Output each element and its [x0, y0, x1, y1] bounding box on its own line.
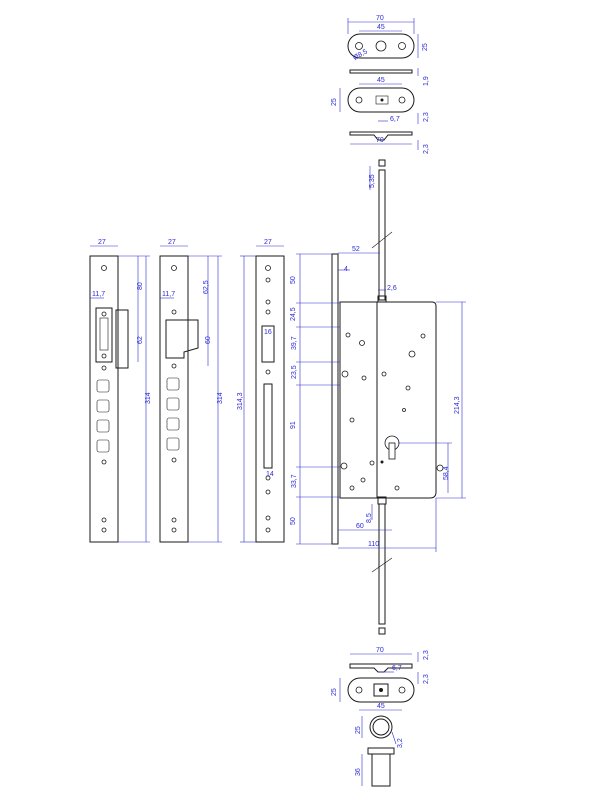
- dim-rod-angle: 52: [352, 246, 360, 253]
- dim-body-depth: 110: [368, 541, 379, 548]
- dim-cyl-center: 58,4: [443, 466, 450, 480]
- top-rosette: [347, 33, 415, 59]
- dim-rod-top: 5,35: [369, 174, 376, 188]
- lock-faceplate: [331, 253, 339, 545]
- dim-bottom-side-center: 6,7: [392, 665, 402, 672]
- dim-bottom-cyl-thick: 2,3: [423, 674, 430, 684]
- tube-body: [371, 753, 391, 787]
- strike-plate-2-body: [159, 255, 189, 543]
- bottom-rosette-profile: [349, 663, 413, 673]
- dim-fp-seg-4: 23,5: [291, 365, 298, 379]
- dim-fp-seg-1: 50: [290, 276, 297, 284]
- dim-fp-seg-6: 33,7: [291, 474, 298, 488]
- dim-strike1-offset: 11,7: [92, 291, 105, 298]
- rosette-hole: [398, 96, 406, 104]
- dim-strike2-length: 314: [217, 392, 224, 404]
- strike-plate-3-body: [255, 255, 285, 543]
- dim-tube-dia: 25: [355, 726, 362, 734]
- dim-top-side-width: 70: [376, 137, 384, 144]
- dim-strike2-offset: 11,7: [162, 291, 175, 298]
- dim-fp-seg-2: 24,5: [290, 307, 297, 321]
- strike-plate-2-cut: [165, 319, 199, 359]
- strike-plate-1-box: [95, 307, 113, 363]
- dim-strike2-top: 62,5: [203, 280, 210, 294]
- dim-strike2-cut: 60: [205, 336, 212, 344]
- dim-bottom-offset: 8,5: [366, 513, 373, 523]
- dim-tube-length: 36: [355, 768, 362, 776]
- strike-plate-1-latch: [115, 309, 129, 369]
- rosette-hole: [398, 686, 406, 694]
- dim-lock-height: 214,3: [454, 396, 461, 414]
- lower-rod: [378, 503, 386, 625]
- dim-top-flat-height: 1,9: [423, 76, 430, 86]
- upper-follower: [377, 295, 387, 303]
- rosette-hole: [355, 96, 363, 104]
- rosette-hole: [355, 686, 363, 694]
- strike-plate-3-slot-upper: [261, 325, 275, 363]
- dim-bottom-side-width: 70: [376, 647, 384, 654]
- cylinder-slot: [388, 442, 396, 460]
- dim-top-cyl-center: 6,7: [390, 116, 400, 123]
- rod-bottom-end: [378, 627, 386, 635]
- rosette-hole: [355, 42, 363, 50]
- upper-rod: [378, 169, 386, 301]
- dim-strike3-slot: 16: [264, 329, 272, 336]
- dim-strike3-length: 314,3: [237, 392, 244, 410]
- multipoint-lock: 5,35 52 4 2,6: [290, 159, 466, 635]
- rosette-center-hole: [375, 40, 387, 52]
- bottom-cylinder-rosette: [347, 677, 415, 703]
- dim-bottom-cyl-spacing: 45: [377, 703, 385, 710]
- lock-body: [339, 301, 437, 499]
- dim-top-cyl-height: 25: [331, 98, 338, 106]
- dim-strike2-width: 27: [168, 239, 176, 246]
- dim-fp-seg-7: 50: [290, 517, 297, 525]
- rosette-square-hole: [375, 95, 389, 105]
- dim-top-rosette-hole: Ø8,5: [352, 48, 369, 62]
- strike-plate-1-body: [89, 255, 119, 543]
- dim-backset: 60: [356, 523, 364, 530]
- dim-bottom-cyl-height: 25: [331, 688, 338, 696]
- dim-strike3-width: 27: [264, 239, 272, 246]
- dim-strike1-box: 62: [137, 336, 144, 344]
- top-rosette-side: [349, 69, 413, 74]
- dim-strike1-width: 27: [98, 239, 106, 246]
- strike-plate-3: 27 16 14 314,3: [237, 239, 285, 543]
- dim-top-cyl-thick: 2,3: [423, 112, 430, 122]
- rosette-hole: [398, 42, 406, 50]
- tube-top-view: [369, 715, 393, 739]
- dim-top-cyl-spacing: 45: [377, 77, 385, 84]
- dim-tube-wall: 3,2: [397, 738, 404, 748]
- dim-bottom-side-thick: 2,3: [423, 650, 430, 660]
- dim-strike1-top: 80: [137, 282, 144, 290]
- rosette-square-hole: [373, 683, 389, 697]
- dim-fp-seg-3: 39,7: [291, 336, 298, 350]
- top-rosette-profile: [349, 131, 413, 141]
- top-rosette-group: 70 45 25 Ø8,5 1,9 45 25 6,7 2,3 70 2,3: [331, 15, 430, 154]
- strike-plate-1: 27 11,7 80 62 314: [89, 239, 152, 543]
- dim-follower-offset: 2,6: [387, 285, 397, 292]
- strike-plate-3-slot-long: [263, 383, 273, 469]
- dim-fp-seg-5: 91: [290, 421, 297, 429]
- dim-top-side-thick: 2,3: [423, 144, 430, 154]
- bottom-rosette-group: 70 6,7 2,3 25 2,3 45 25 3,2 36: [331, 647, 430, 787]
- dim-strike3-slot2: 14: [266, 471, 274, 478]
- tube-flange: [367, 747, 395, 755]
- strike-plate-2: 27 11,7 62,5 60 314: [159, 239, 224, 543]
- top-cylinder-rosette: [347, 87, 415, 113]
- dim-top-rosette-spacing: 45: [377, 24, 385, 31]
- dim-top-rosette-width: 70: [376, 15, 384, 22]
- dim-strike1-length: 314: [145, 392, 152, 404]
- dim-top-rosette-height: 25: [422, 43, 429, 51]
- dim-faceplate-thick: 4: [344, 266, 348, 273]
- rod-top-end: [378, 159, 386, 167]
